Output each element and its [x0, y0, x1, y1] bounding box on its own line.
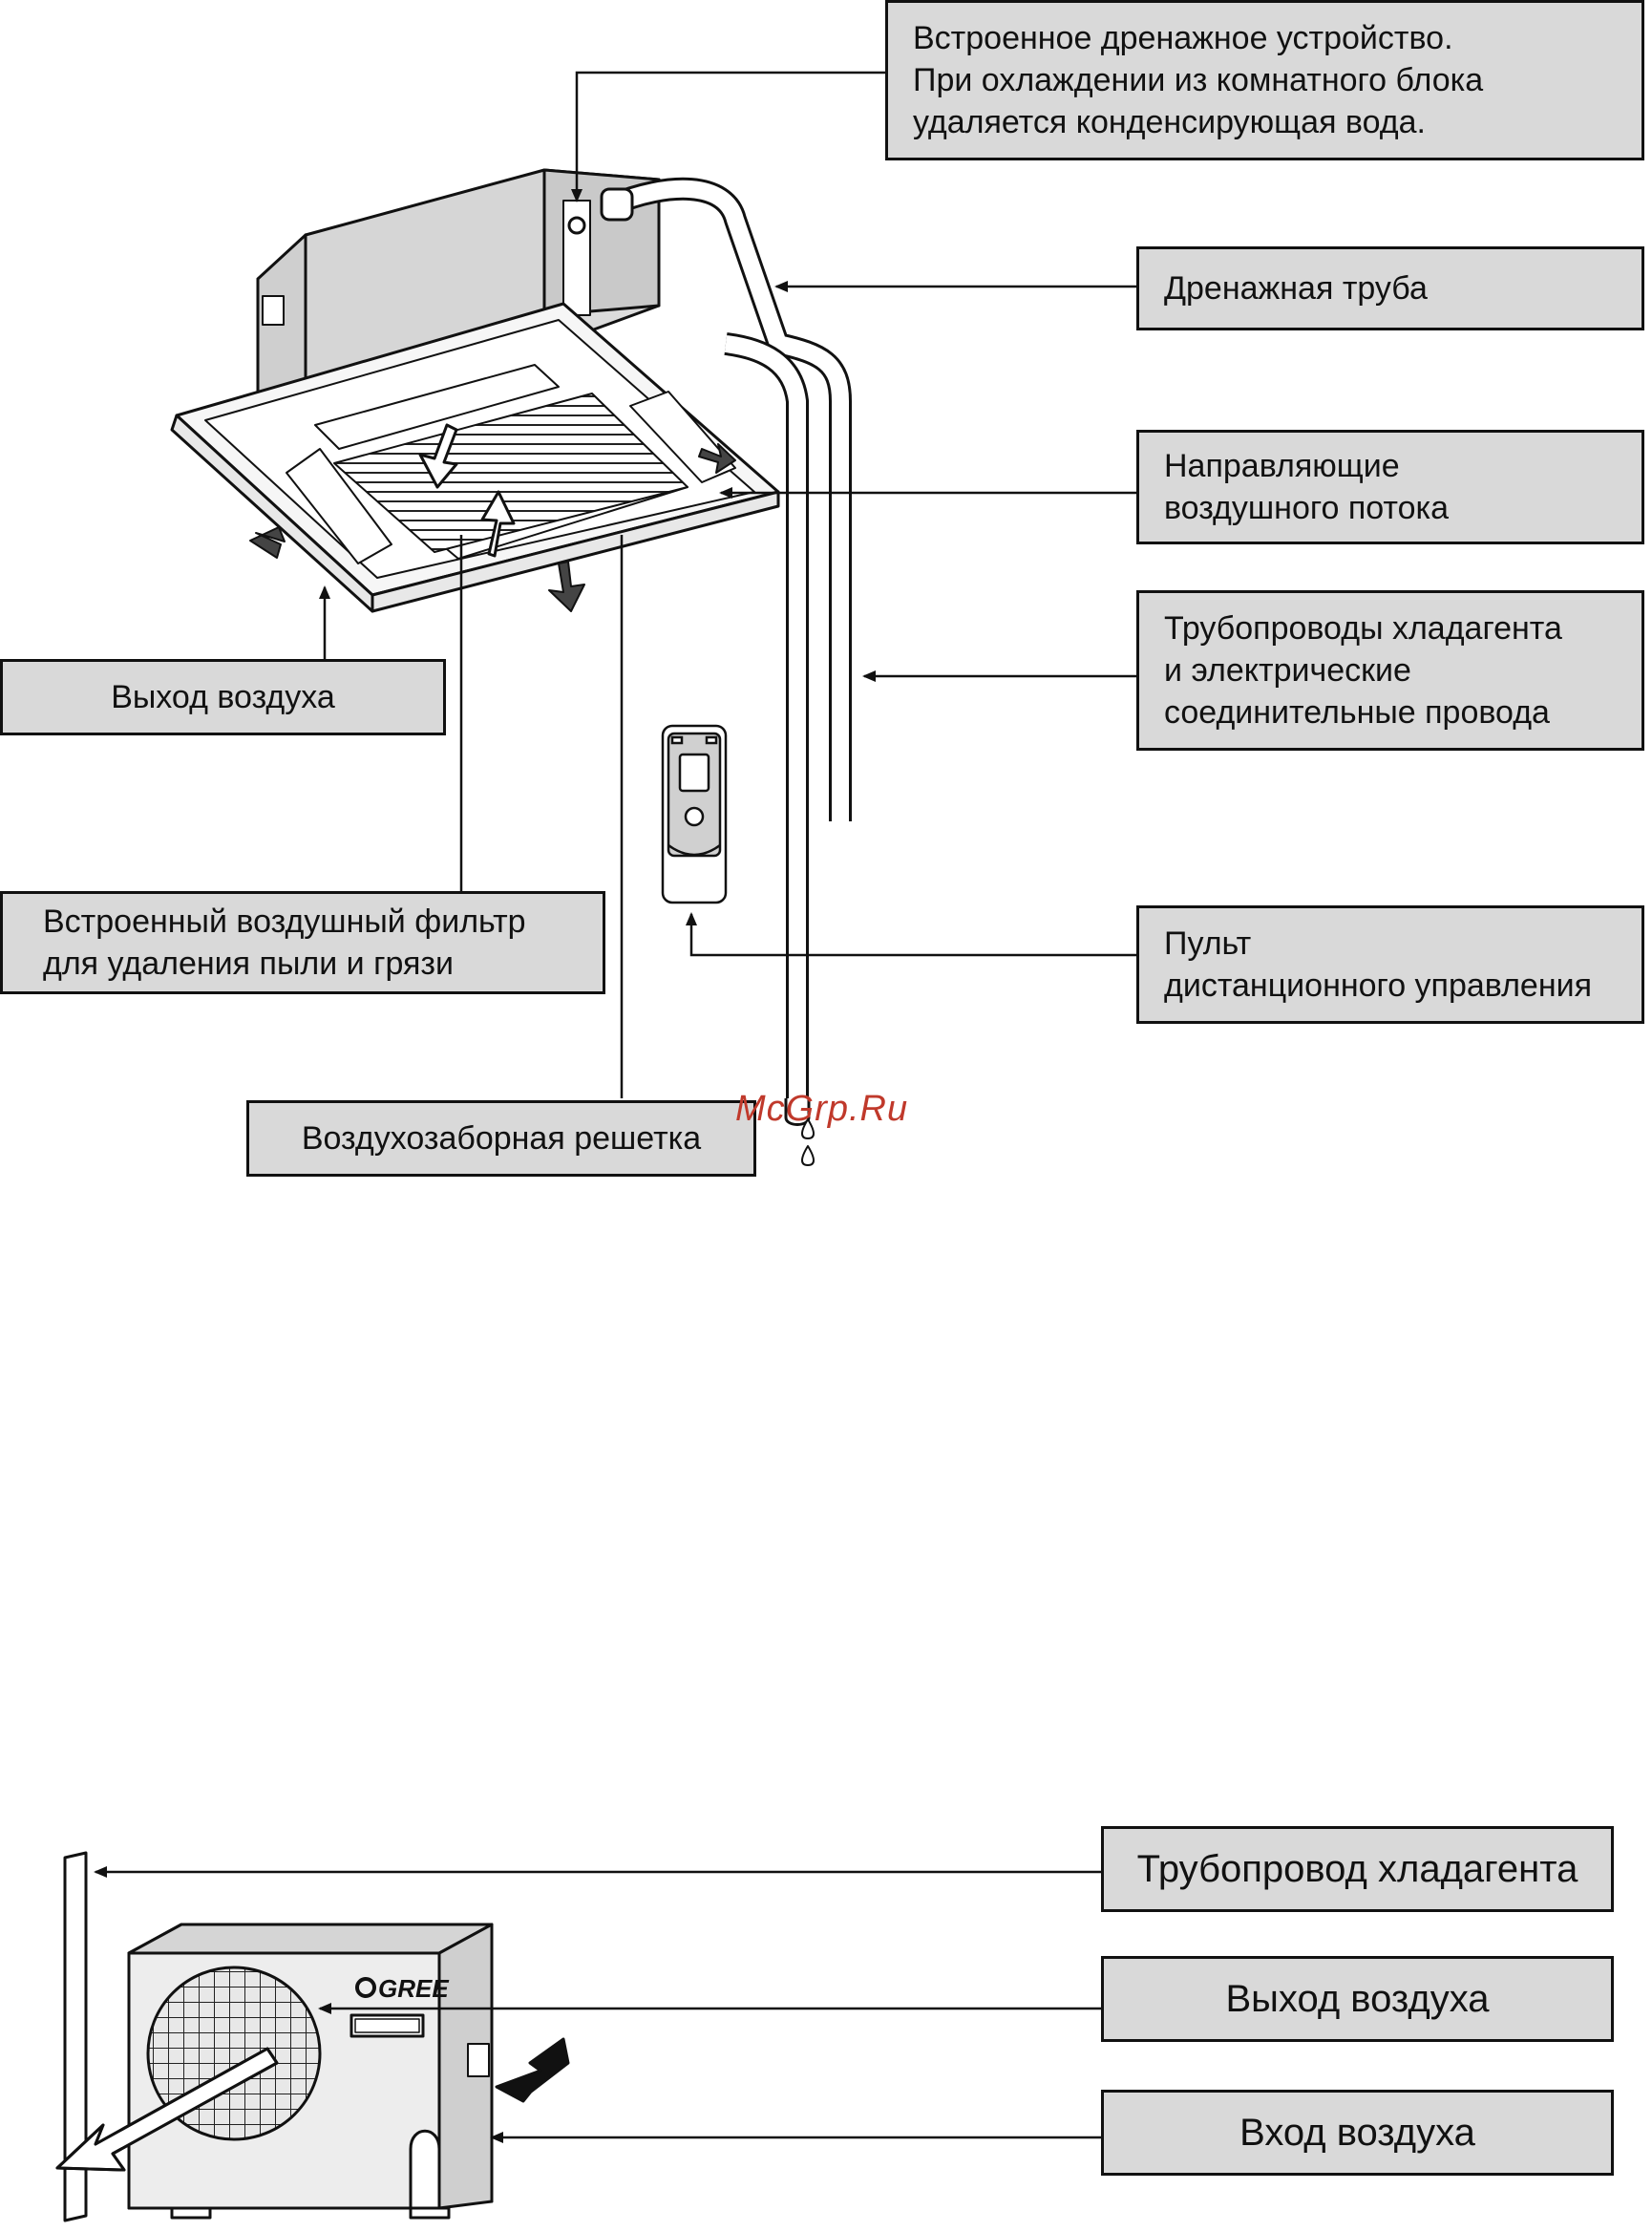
label-air-inlet-outdoor: Вход воздуха: [1101, 2090, 1614, 2176]
label-line: Выход воздуха: [111, 679, 335, 715]
label-remote-control: Пульт дистанционного управления: [1136, 905, 1644, 1024]
label-line: воздушного потока: [1164, 490, 1450, 526]
label-line: Воздухозаборная решетка: [301, 1120, 702, 1157]
outdoor-unit: [55, 1851, 570, 2222]
label-drain-device: Встроенное дренажное устройство. При охл…: [885, 0, 1644, 160]
label-refrigerant-pipes: Трубопроводы хладагента и электрические …: [1136, 590, 1644, 751]
label-line: Выход воздуха: [1225, 1978, 1490, 2020]
leader-lines: [94, 71, 1138, 2143]
cassette-indoor-unit: [170, 168, 852, 1166]
label-drain-pipe: Дренажная труба: [1136, 246, 1644, 330]
label-line: Встроенный воздушный фильтр: [43, 903, 526, 940]
label-line: Вход воздуха: [1239, 2112, 1475, 2154]
label-line: Направляющие: [1164, 448, 1400, 484]
label-air-guides: Направляющие воздушного потока: [1136, 430, 1644, 544]
gree-logo-text: GREE: [378, 1974, 449, 2003]
label-refrigerant-pipe-outdoor: Трубопровод хладагента: [1101, 1826, 1614, 1912]
label-line: удаляется конденсирующая вода.: [913, 104, 1426, 140]
watermark: McGrp.Ru: [735, 1089, 909, 1129]
label-air-filter: Встроенный воздушный фильтр для удаления…: [0, 891, 605, 994]
label-intake-grille: Воздухозаборная решетка: [246, 1100, 756, 1177]
label-line: При охлаждении из комнатного блока: [913, 62, 1484, 98]
label-air-outlet-indoor: Выход воздуха: [0, 659, 446, 735]
label-line: соединительные провода: [1164, 694, 1550, 731]
remote-control-illustration: [661, 724, 728, 904]
label-line: для удаления пыли и грязи: [43, 946, 455, 982]
label-line: Трубопроводы хладагента: [1164, 610, 1562, 647]
label-line: Дренажная труба: [1164, 270, 1428, 307]
label-line: Трубопровод хладагента: [1136, 1848, 1578, 1890]
label-line: дистанционного управления: [1164, 967, 1592, 1004]
gree-logo: GREE: [355, 1974, 449, 2003]
label-line: Пульт: [1164, 925, 1252, 962]
label-air-outlet-outdoor: Выход воздуха: [1101, 1956, 1614, 2042]
label-line: и электрические: [1164, 652, 1411, 689]
label-line: Встроенное дренажное устройство.: [913, 20, 1453, 56]
